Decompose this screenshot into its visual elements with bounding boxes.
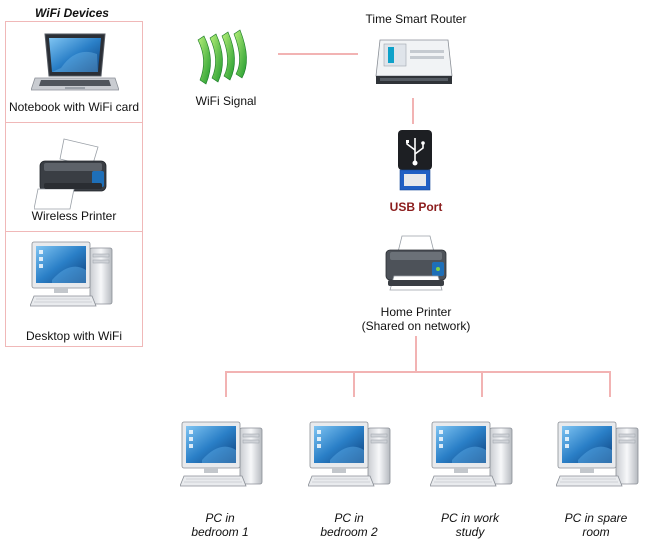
device-notebook-label: Notebook with WiFi card	[8, 100, 140, 114]
connector-wifi-router	[278, 53, 358, 55]
pc-bedroom-1-icon	[180, 421, 263, 487]
pc-bedroom-2-sublabel: bedroom 2	[320, 525, 378, 539]
printer-icon	[34, 138, 107, 210]
pc-bedroom-2-icon	[308, 421, 391, 487]
usb-port-label: USB Port	[389, 200, 443, 214]
wifi-devices-panel: Notebook with WiFi card Wireless Printer…	[5, 21, 143, 347]
connector-drop-pc2	[353, 371, 355, 397]
wifi-devices-title: WiFi Devices	[35, 6, 109, 20]
connector-drop-pc3	[481, 371, 483, 397]
pc-spare-room-sublabel: room	[582, 525, 610, 539]
pc-bedroom-1-label: PC in	[205, 511, 235, 525]
wifi-signal-icon	[197, 29, 247, 85]
router-icon	[375, 39, 453, 84]
pc-work-study-label: PC in work	[440, 511, 499, 525]
desktop-computer-icon	[30, 241, 113, 307]
device-desktop-label: Desktop with WiFi	[25, 329, 123, 343]
laptop-icon	[31, 33, 119, 91]
pc-bedroom-2-label: PC in	[334, 511, 364, 525]
device-wireless-printer: Wireless Printer	[6, 122, 142, 231]
pc-spare-room-icon	[556, 421, 639, 487]
router-label: Time Smart Router	[365, 12, 467, 26]
home-printer-sublabel: (Shared on network)	[361, 319, 471, 333]
connector-printer-bus	[415, 336, 417, 372]
connector-bus	[225, 371, 611, 373]
device-desktop: Desktop with WiFi	[6, 231, 142, 348]
connector-router-usb	[412, 98, 414, 124]
pc-bedroom-1-sublabel: bedroom 1	[191, 525, 249, 539]
pc-work-study-icon	[430, 421, 513, 487]
wifi-signal-label: WiFi Signal	[195, 94, 257, 108]
pc-spare-room-label: PC in spare	[564, 511, 628, 525]
connector-drop-pc4	[609, 371, 611, 397]
device-wireless-printer-label: Wireless Printer	[31, 209, 117, 223]
pc-work-study-sublabel: study	[455, 525, 485, 539]
device-notebook: Notebook with WiFi card	[6, 22, 142, 122]
home-printer-icon	[385, 235, 447, 291]
home-printer-label: Home Printer	[380, 305, 452, 319]
connector-drop-pc1	[225, 371, 227, 397]
usb-plug-icon	[398, 130, 432, 191]
